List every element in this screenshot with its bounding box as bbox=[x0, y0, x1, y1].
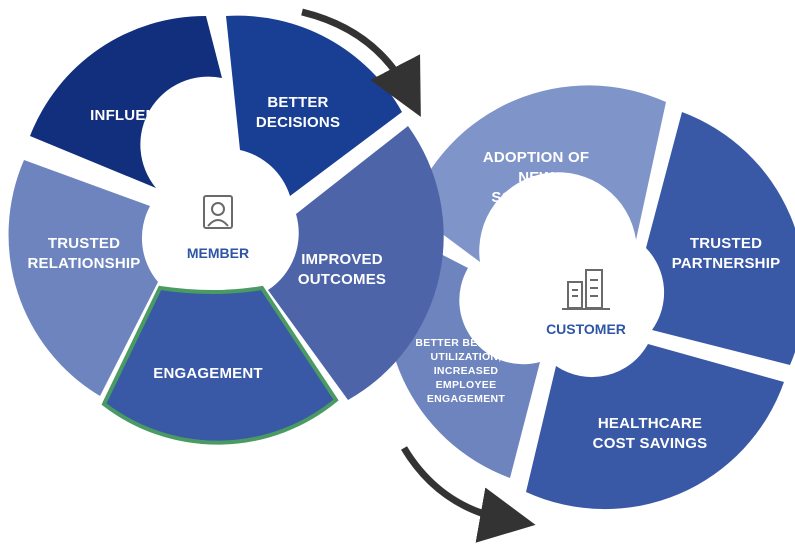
customer-hub-label: CUSTOMER bbox=[546, 321, 626, 337]
member-trusted-relationship-label: RELATIONSHIP bbox=[28, 255, 141, 272]
person-icon bbox=[203, 195, 233, 229]
member-hub-label: MEMBER bbox=[187, 245, 249, 261]
member-segment-better-decisions bbox=[226, 15, 402, 196]
member-better-decisions-label: BETTER bbox=[267, 94, 328, 111]
member-cycle bbox=[8, 15, 444, 445]
customer-better-benefits-label: EMPLOYEE bbox=[436, 379, 497, 391]
member-segment-improved-outcomes bbox=[268, 126, 444, 400]
customer-segment-healthcare-savings bbox=[526, 344, 784, 510]
top-flow-arrow bbox=[301, 8, 421, 117]
customer-adoption-label: NEW bbox=[518, 169, 554, 186]
member-segment-trusted-relationship bbox=[8, 160, 159, 396]
member-better-decisions-label: DECISIONS bbox=[256, 114, 340, 131]
customer-healthcare-savings-label: HEALTHCARE bbox=[598, 415, 702, 432]
customer-hub: CUSTOMER bbox=[524, 238, 648, 362]
member-hub: MEMBER bbox=[150, 154, 286, 290]
customer-segment-trusted-partnership bbox=[646, 112, 795, 365]
member-improved-outcomes-label: IMPROVED bbox=[301, 251, 383, 268]
customer-cycle bbox=[385, 85, 795, 510]
customer-trusted-partnership-label: TRUSTED bbox=[690, 235, 762, 252]
member-improved-outcomes-label: OUTCOMES bbox=[298, 271, 386, 288]
customer-better-benefits-label: BETTER BENEFITS bbox=[415, 337, 516, 349]
member-trusted-relationship-label: TRUSTED bbox=[48, 235, 120, 252]
member-engagement-label: ENGAGEMENT bbox=[153, 365, 263, 382]
customer-segment-adoption bbox=[410, 85, 666, 262]
customer-better-benefits-label: INCREASED bbox=[434, 365, 499, 377]
member-influence-label: INFLUENCE bbox=[90, 107, 178, 124]
customer-better-benefits-label: UTILIZATION, bbox=[430, 351, 501, 363]
segment-labels: INFLUENCE BETTER DECISIONS IMPROVED OUTCOMES… bbox=[28, 94, 781, 452]
member-segment-influence bbox=[30, 15, 222, 188]
building-icon bbox=[562, 269, 610, 310]
customer-healthcare-savings-label: COST SAVINGS bbox=[593, 435, 708, 452]
bottom-flow-arrow bbox=[400, 446, 536, 543]
customer-adoption-label: SOLUTIONS bbox=[491, 189, 580, 206]
member-segment-engagement bbox=[101, 285, 339, 445]
customer-trusted-partnership-label: PARTNERSHIP bbox=[672, 255, 781, 272]
customer-better-benefits-label: ENGAGEMENT bbox=[427, 393, 506, 405]
customer-adoption-label: ADOPTION OF bbox=[483, 149, 589, 166]
